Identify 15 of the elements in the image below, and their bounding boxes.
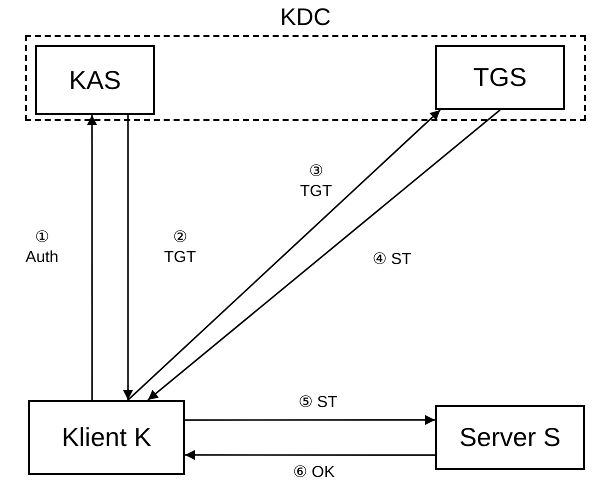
process-box [28, 400, 185, 475]
arrow [127, 109, 441, 401]
box-label: Server S [459, 421, 561, 454]
arrow [123, 115, 133, 400]
arrow [185, 450, 435, 460]
arrow [147, 109, 500, 401]
process-box [435, 45, 565, 110]
arrow [185, 414, 435, 425]
process-box [35, 45, 155, 115]
process-box [435, 405, 585, 470]
group-title: KDC [280, 4, 331, 32]
box-label: TGS [473, 61, 527, 94]
box-label: KAS [68, 64, 122, 96]
arrow [87, 115, 97, 400]
box-label: Klient K [62, 421, 152, 454]
